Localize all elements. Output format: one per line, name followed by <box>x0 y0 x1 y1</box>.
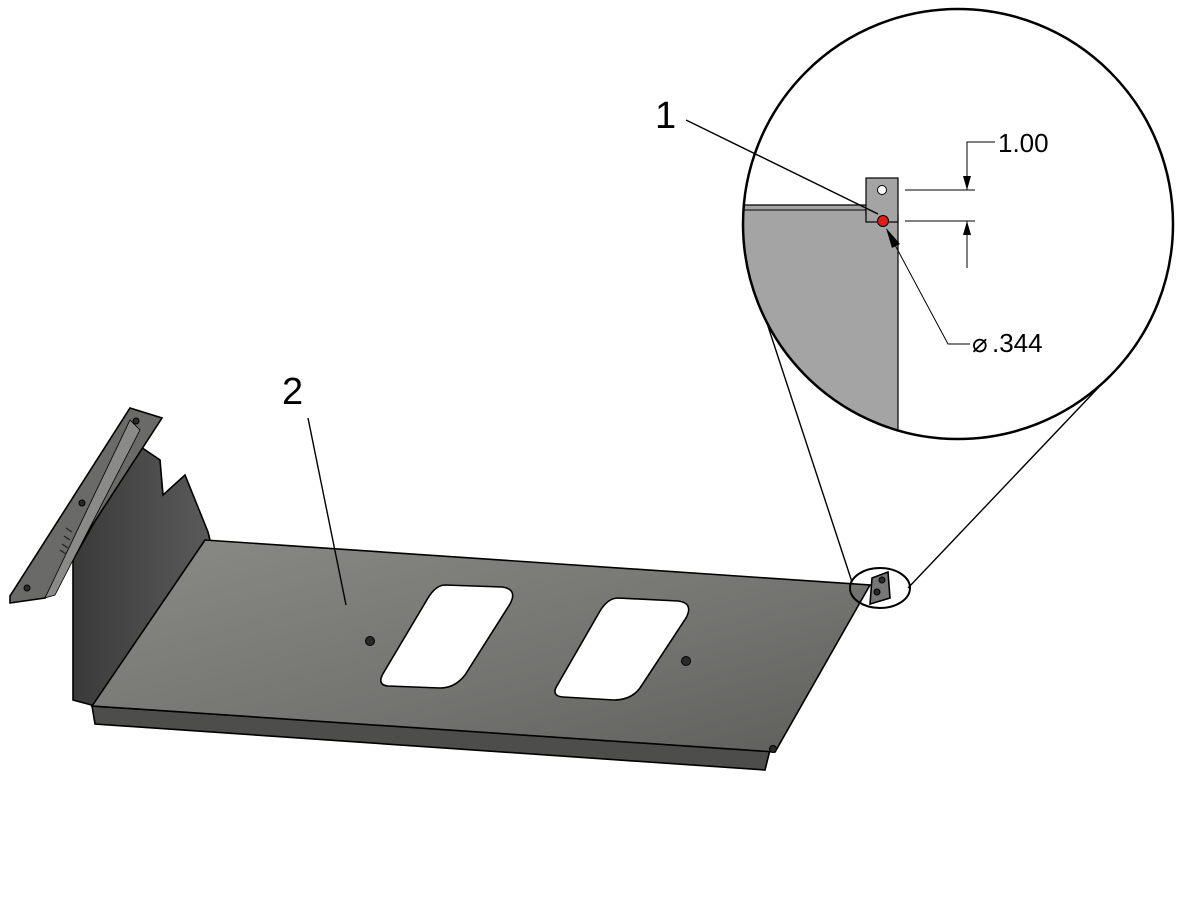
panel-left-flange-edge <box>44 419 141 599</box>
detail-tangent-right <box>907 387 1099 589</box>
flange-engraving <box>59 527 73 555</box>
diameter-leader-arrow <box>886 228 900 248</box>
panel-left-wall <box>72 443 211 707</box>
panel-cutout-left <box>380 584 514 689</box>
flange-hole <box>78 499 86 507</box>
dimension-hole-diameter-label: .344 <box>992 328 1043 358</box>
diameter-symbol: ⌀ <box>972 328 988 358</box>
callout-2: 2 <box>282 371 347 606</box>
detail-hole-highlighted <box>877 215 889 227</box>
detail-circle <box>741 7 1175 441</box>
sheet-metal-panel <box>9 407 891 771</box>
panel-hole <box>365 636 375 646</box>
callout-1-number: 1 <box>655 95 676 137</box>
dimension-spacing-label: 1.00 <box>998 128 1049 158</box>
callout-2-number: 2 <box>282 371 303 413</box>
panel-hole <box>873 588 881 596</box>
detail-panel-region <box>743 204 899 439</box>
callout-1-leader <box>685 119 879 215</box>
detail-tangent-left <box>761 307 853 583</box>
panel-hole <box>769 745 777 753</box>
panel-right-tab <box>869 570 891 606</box>
flange-hole <box>132 417 140 425</box>
panel-cutout-right <box>554 597 690 701</box>
panel-hole <box>681 656 691 666</box>
detail-hole-top <box>877 185 887 195</box>
callout-2-leader <box>307 417 347 606</box>
detail-indicator-circle <box>849 567 911 609</box>
detail-view: 1.00 ⌀ .344 <box>741 7 1175 609</box>
flange-hole <box>23 584 31 592</box>
panel-hole <box>878 576 886 584</box>
callout-1: 1 <box>655 95 879 215</box>
